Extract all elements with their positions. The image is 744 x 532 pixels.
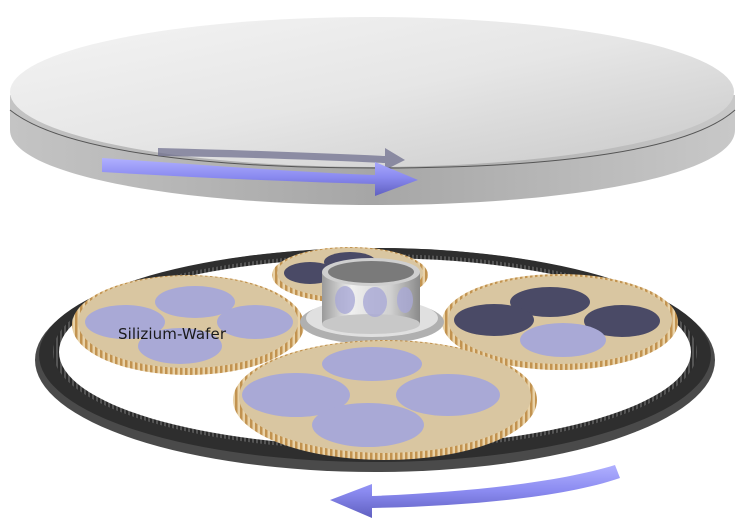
lower-rotation-arrow-icon [330,465,620,518]
upper-rotation-arrow-icon [102,148,418,196]
carrier-disc-front [233,340,537,460]
wafer-label: Silizium-Wafer [118,325,227,343]
upper-lapping-plate [9,17,736,205]
carrier-disc-right [442,274,678,370]
carrier-disc-left [72,275,304,375]
sun-gear [300,258,444,344]
